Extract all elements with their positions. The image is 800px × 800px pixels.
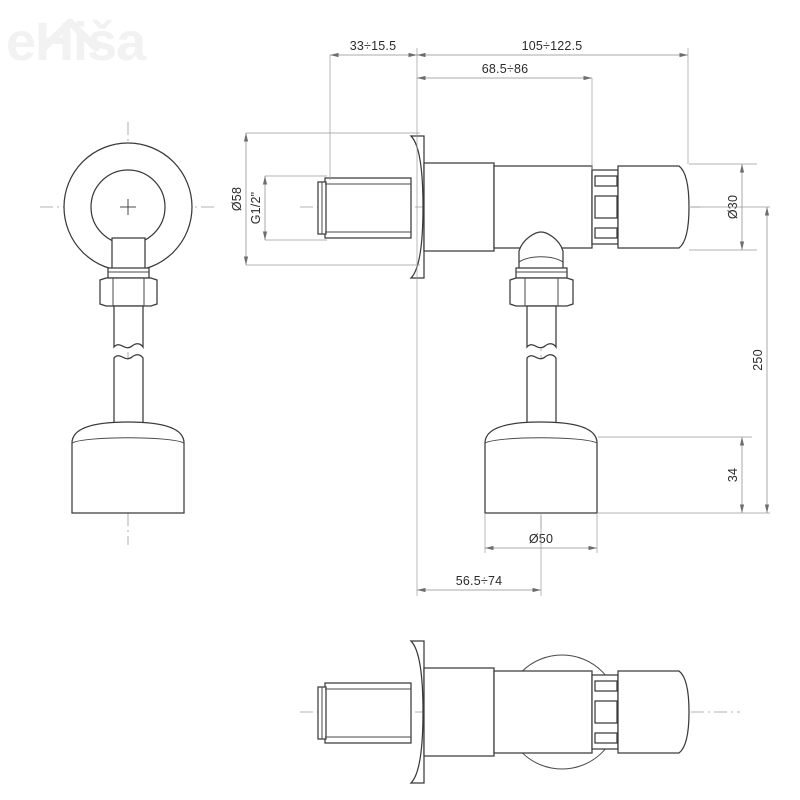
stem-lower-main [526,354,557,431]
base-cap-shoulder-left [71,437,185,444]
knob-slot-3 [594,227,618,239]
dim-label-top-right: 105÷122.5 [522,39,583,53]
knob-slot-bottom-2 [594,700,618,724]
outlet-neck-line [518,256,564,263]
knob-slot-bottom-1 [594,680,618,692]
hex-nut-left [99,277,158,307]
stem-upper-left [111,237,146,273]
watermark: eHiša [6,12,148,72]
knob-slot-1 [594,175,618,187]
stem-lower-left [113,354,144,431]
valve-body-barrel-bottom-2 [493,670,593,754]
outlet-neck [518,231,564,273]
valve-body-barrel-1 [423,162,495,252]
plan-view [300,640,740,784]
dim-label-top-left: 33÷15.5 [350,39,397,53]
dim-label-bottom-offset: 56.5÷74 [456,574,503,588]
wall-flange-bottom [409,640,425,784]
dim-label-total-height: 250 [751,349,765,370]
dim-label-top-middle: 68.5÷86 [482,62,529,76]
base-cap-main [484,421,598,514]
outlet-collar [515,267,568,279]
inlet-nipple-bottom [324,682,412,744]
dimension-annotations: 33÷15.5 105÷122.5 68.5÷86 Ø58 G1/2" Ø30 … [230,39,770,596]
stem-collar-left [107,267,150,279]
base-cap-shoulder-main [484,437,598,444]
wall-flange [409,135,425,279]
control-knob [617,165,690,249]
base-cap-left [71,421,185,514]
control-knob-bottom [617,670,690,754]
dim-label-base-height: 34 [726,468,740,482]
hex-nut-main [509,277,574,307]
inlet-nipple [324,177,412,239]
dim-label-flange-dia: Ø58 [230,187,244,211]
watermark-text: eHiša [6,12,147,72]
knob-slot-bottom-3 [594,732,618,744]
stem-break-upper-left [113,305,144,350]
knob-slot-2 [594,195,618,219]
valve-body-barrel-bottom-1 [423,667,495,757]
dim-label-thread-size: G1/2" [249,192,263,225]
stem-break-upper-main [526,305,557,350]
front-view-circle [40,122,215,545]
side-section-view [300,135,700,545]
